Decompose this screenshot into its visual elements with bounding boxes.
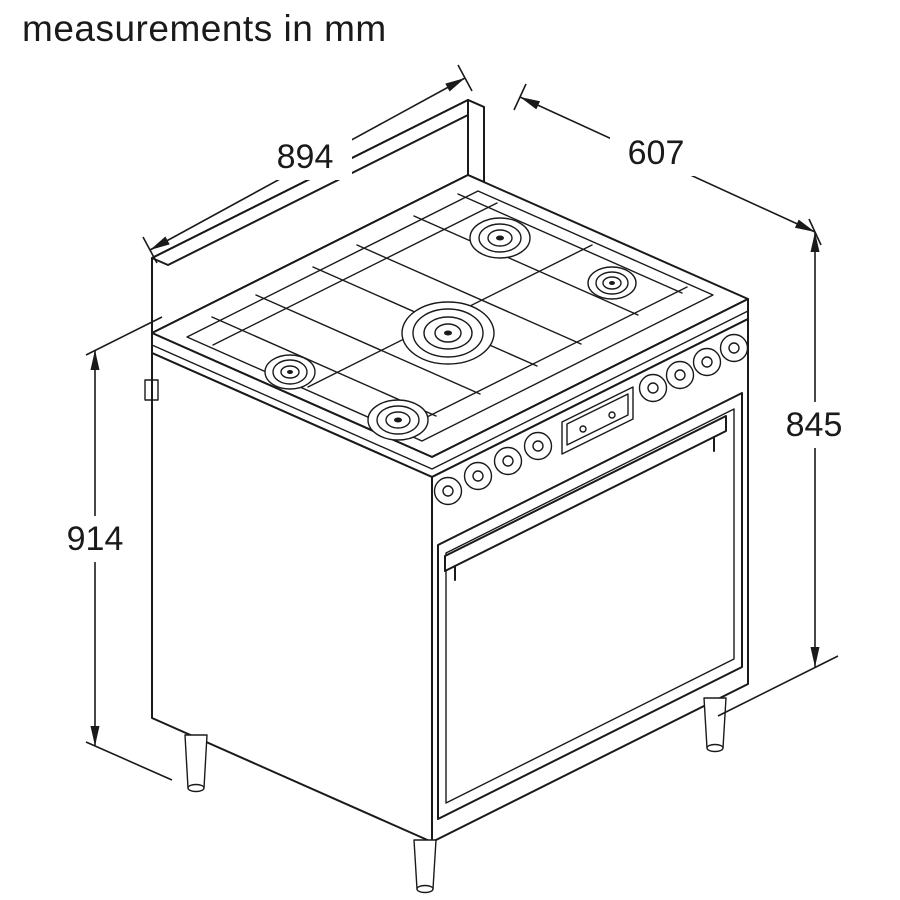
side-hinge-detail — [144, 379, 159, 401]
control-knob — [665, 360, 695, 390]
page-title: measurements in mm — [22, 8, 387, 49]
burners — [264, 217, 637, 441]
control-display — [561, 386, 634, 455]
foot-front — [413, 839, 437, 894]
dimension-label-depth: 607 — [628, 134, 685, 172]
dimension-depth: 607 — [513, 83, 822, 246]
burner-center-wok — [401, 301, 495, 365]
control-panel — [433, 333, 749, 506]
burner-front-center — [367, 399, 429, 441]
control-knob — [638, 373, 668, 403]
dimension-height-right: 845 — [717, 232, 860, 717]
control-knob — [463, 461, 493, 491]
oven-door — [437, 392, 743, 820]
burner-front-left — [264, 354, 316, 390]
door-handle — [444, 415, 727, 581]
control-knob — [692, 347, 722, 377]
burner-rear-center — [469, 217, 531, 259]
dimension-label-height-left: 914 — [67, 520, 124, 558]
foot-left — [184, 734, 208, 793]
dimension-width: 894 — [142, 64, 473, 264]
control-knob — [433, 476, 463, 506]
dimension-label-height-right: 845 — [786, 406, 843, 444]
control-knob — [719, 333, 749, 363]
hob-pan-supports — [186, 190, 714, 442]
control-knob — [523, 431, 553, 461]
foot-right — [703, 697, 727, 753]
control-knob — [493, 446, 523, 476]
dimension-label-width: 894 — [277, 138, 334, 176]
dimension-height-left: 914 — [50, 316, 173, 781]
burner-rear-right — [587, 266, 637, 300]
cabinet-body — [144, 318, 749, 843]
feet — [184, 697, 727, 894]
